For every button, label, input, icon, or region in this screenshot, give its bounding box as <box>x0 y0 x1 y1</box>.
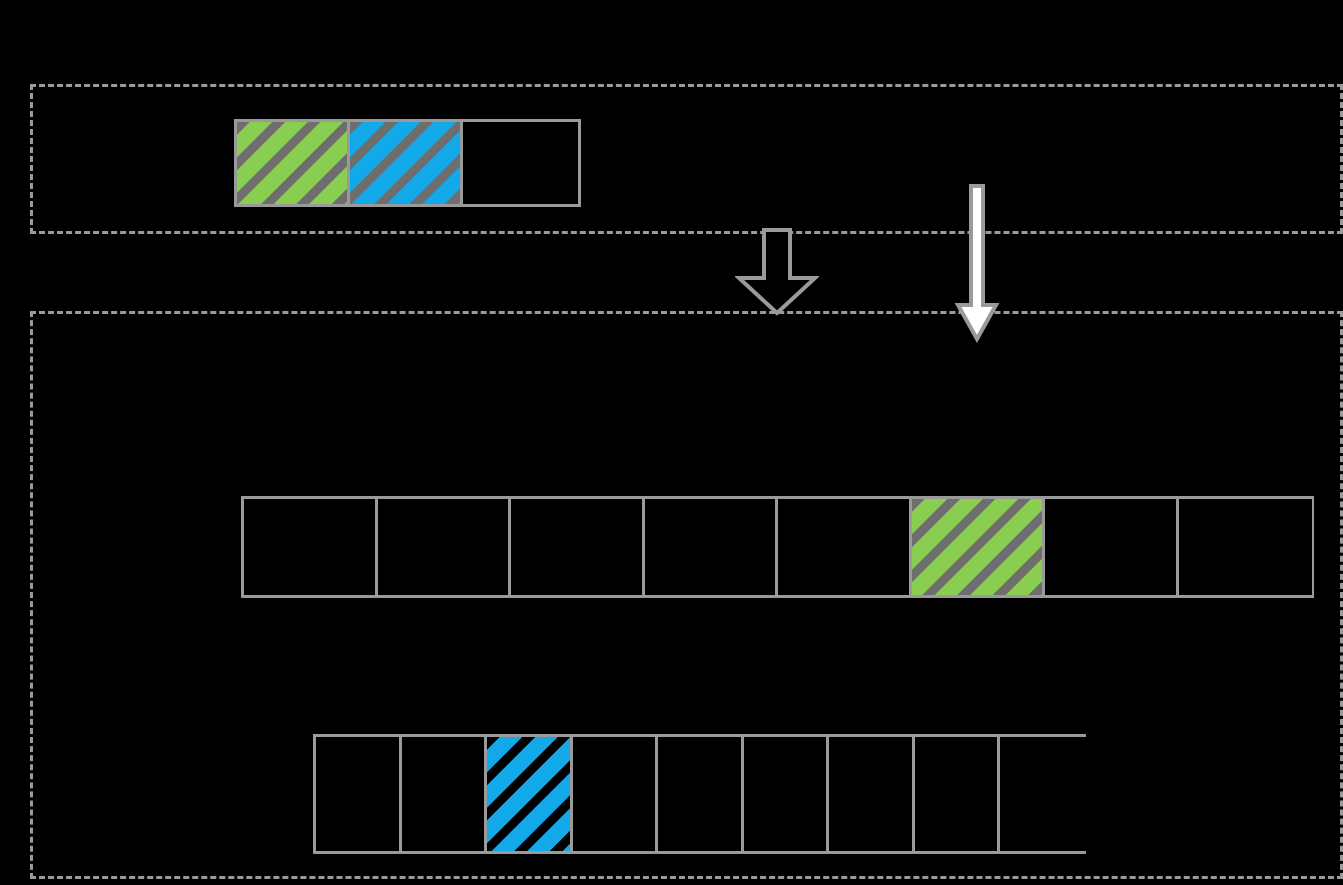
source-cell-1[interactable] <box>350 122 463 204</box>
down-arrow-outline-svg <box>735 228 819 316</box>
secondary-cell-row <box>313 734 1086 854</box>
secondary-cell-2[interactable] <box>487 737 573 851</box>
secondary-cell-8[interactable] <box>1000 737 1086 851</box>
secondary-cell-0[interactable] <box>316 737 402 851</box>
primary-cell-1[interactable] <box>377 499 511 595</box>
primary-cell-0[interactable] <box>244 499 378 595</box>
down-arrow-solid-icon <box>954 183 1000 343</box>
down-arrow-outline-icon <box>735 228 819 316</box>
source-cell-0[interactable] <box>237 122 350 204</box>
secondary-cell-5[interactable] <box>743 737 829 851</box>
secondary-cell-3[interactable] <box>572 737 658 851</box>
source-cell-row <box>234 119 581 207</box>
secondary-cell-4[interactable] <box>658 737 744 851</box>
secondary-cell-1[interactable] <box>401 737 487 851</box>
down-arrow-solid-svg <box>954 184 1000 343</box>
primary-cell-7[interactable] <box>1178 499 1312 595</box>
primary-cell-row <box>241 496 1314 598</box>
primary-cell-5[interactable] <box>911 499 1045 595</box>
source-region-container <box>30 84 1343 234</box>
primary-cell-3[interactable] <box>644 499 778 595</box>
secondary-cell-7[interactable] <box>914 737 1000 851</box>
secondary-cell-6[interactable] <box>829 737 915 851</box>
primary-cell-4[interactable] <box>778 499 912 595</box>
target-region-container <box>30 311 1343 879</box>
source-cell-2[interactable] <box>463 122 576 204</box>
primary-cell-6[interactable] <box>1045 499 1179 595</box>
primary-cell-2[interactable] <box>511 499 645 595</box>
